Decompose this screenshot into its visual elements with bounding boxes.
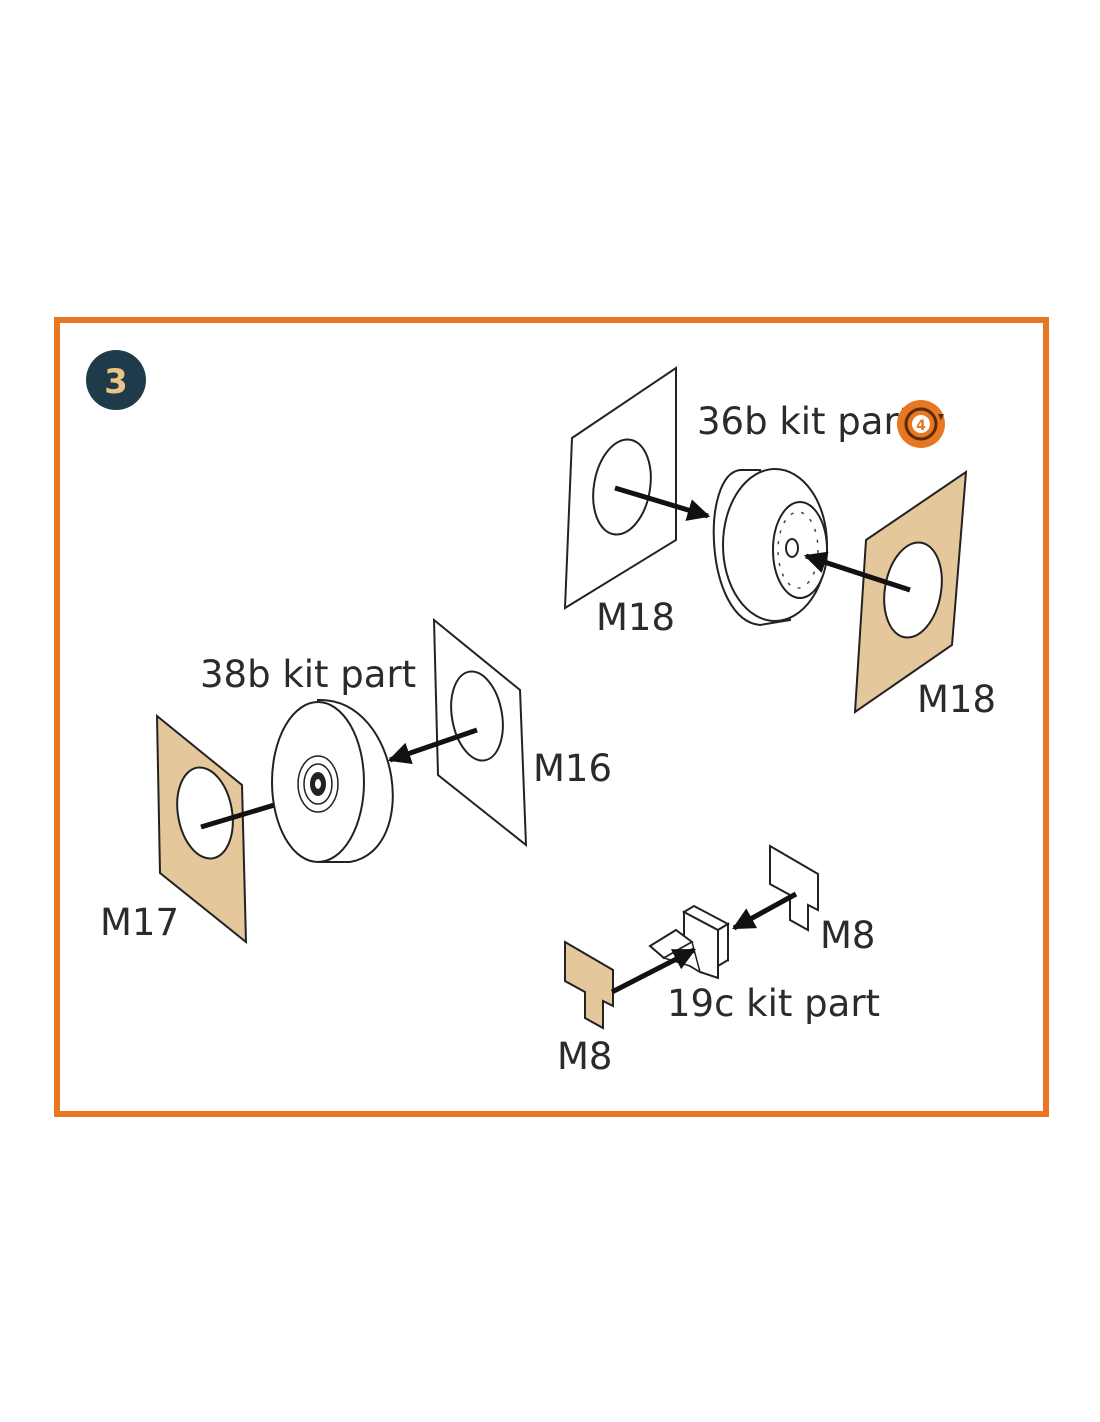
arrow-m18-tan-to-wheel-36b [803, 551, 911, 593]
arrow-m8-tan-to-part-19c [610, 947, 697, 995]
repeat-icon-number: 4 [916, 418, 926, 434]
label-m16: M16 [533, 747, 612, 790]
step-frame [54, 317, 1049, 1117]
label-m18-right: M18 [917, 678, 996, 721]
label-36b-kit-part: 36b kit part [697, 400, 913, 443]
mask-m8-tan [564, 940, 614, 1030]
label-m8-right: M8 [820, 914, 875, 957]
step-number: 3 [104, 362, 128, 402]
label-38b-kit-part: 38b kit part [200, 653, 416, 696]
arrow-m18-to-wheel-36b [614, 485, 711, 521]
mask-m8-white [769, 844, 819, 932]
label-m8-left: M8 [557, 1035, 612, 1078]
repeat-cycle-icon: 4 [897, 400, 945, 448]
arrow-m16-to-wheel-38b [387, 727, 478, 765]
label-m18-upper: M18 [596, 596, 675, 639]
mask-m16-white [432, 617, 528, 848]
mask-m18-tan-right [853, 469, 968, 714]
step-badge: 3 [86, 350, 146, 410]
label-m17: M17 [100, 901, 179, 944]
wheel-38b [271, 699, 394, 863]
wheel-36b [712, 468, 828, 627]
mask-m17-tan [155, 713, 248, 945]
arrow-m8-to-part-19c [732, 891, 798, 931]
label-19c-kit-part: 19c kit part [667, 982, 880, 1025]
